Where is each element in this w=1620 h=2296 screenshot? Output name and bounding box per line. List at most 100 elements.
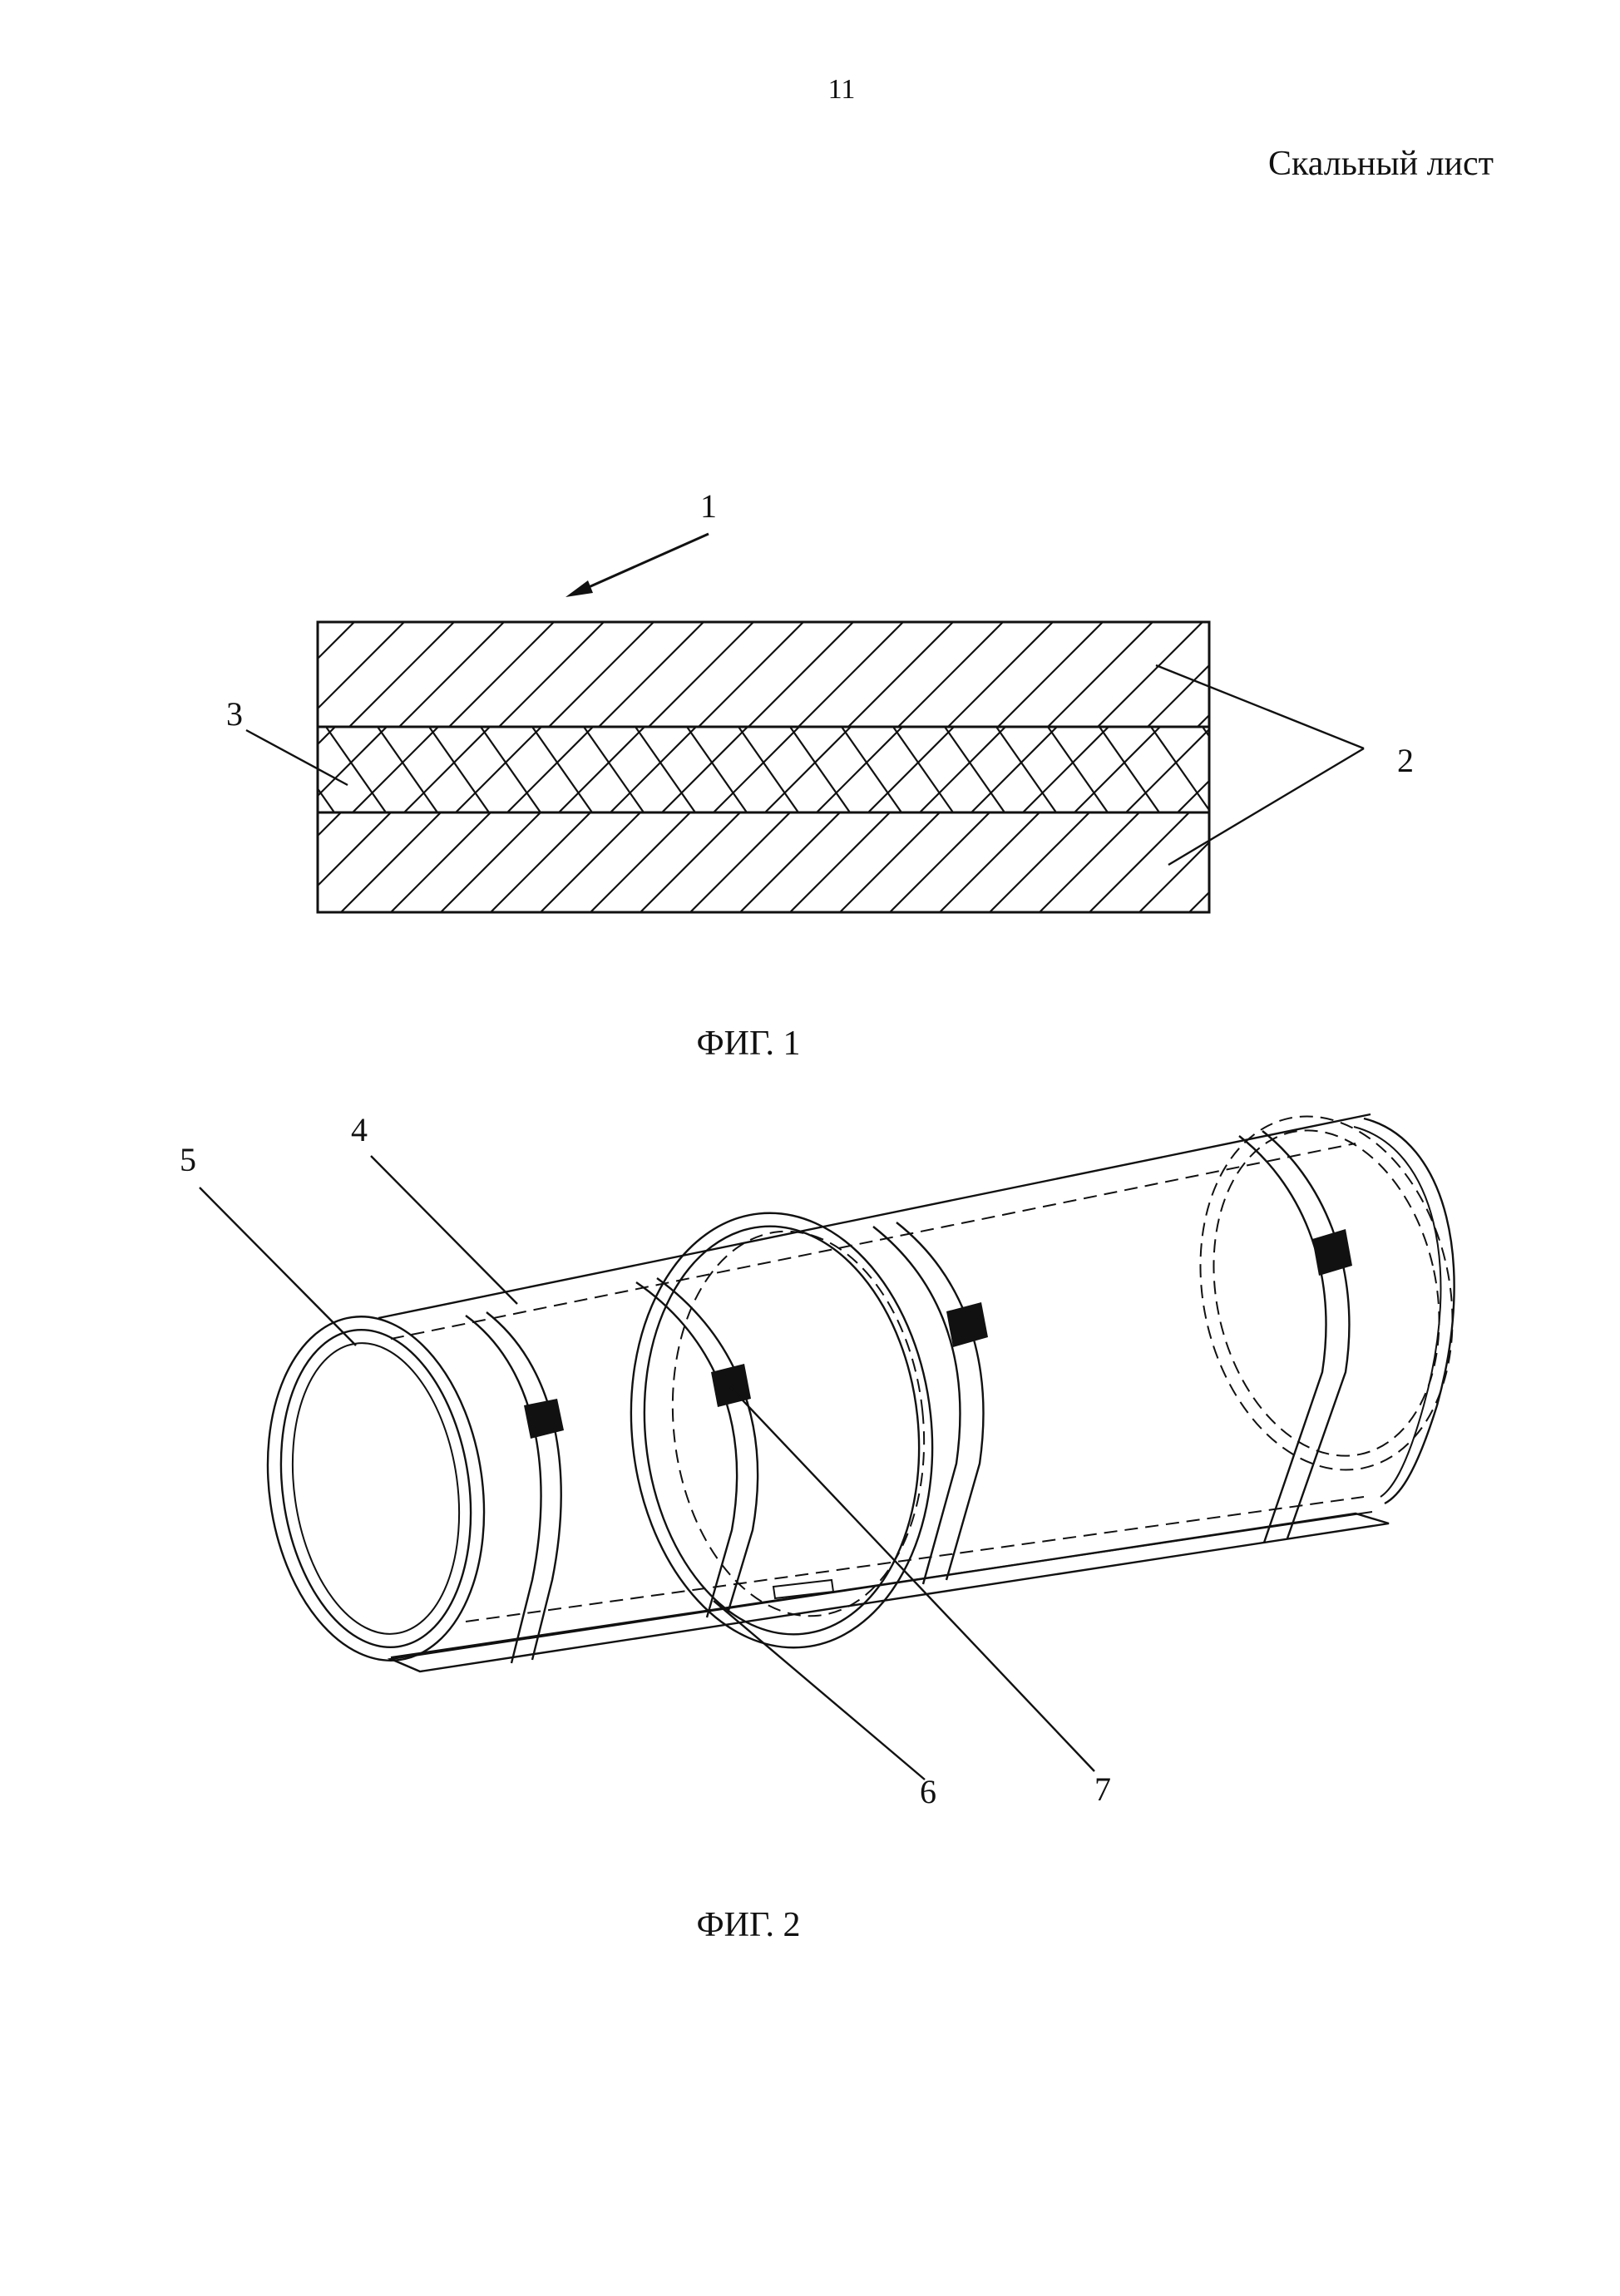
hatch-line xyxy=(842,727,901,812)
hatch-line xyxy=(610,727,696,812)
hatch-line xyxy=(301,727,387,812)
band-4-inner xyxy=(1262,1131,1349,1538)
hatch-line xyxy=(662,727,748,812)
band-lock-2[interactable] xyxy=(711,1364,751,1407)
ref-label-4: 4 xyxy=(351,1111,368,1148)
page-number: 11 xyxy=(828,74,856,105)
leader-line-2b xyxy=(1168,748,1364,865)
hatch-line xyxy=(790,812,890,912)
hatch-line xyxy=(441,812,541,912)
hatch-line xyxy=(1040,812,1139,912)
hatch-line xyxy=(326,727,386,812)
hatch-line xyxy=(687,727,747,812)
hatch-line xyxy=(798,622,903,727)
hatch-line xyxy=(690,812,790,912)
hatch-line xyxy=(1099,727,1159,812)
hatch-line xyxy=(1297,622,1402,727)
band-lock-1[interactable] xyxy=(524,1399,564,1439)
band-4 xyxy=(1239,1136,1326,1543)
sheet-header: Скальный лист xyxy=(1268,145,1494,183)
hatch-line xyxy=(714,727,799,812)
ref-label-1: 1 xyxy=(700,487,717,525)
hatch-line xyxy=(599,622,704,727)
hidden-line-upper xyxy=(391,1143,1356,1339)
hatch-line xyxy=(748,622,853,727)
hatch-line xyxy=(1151,727,1211,812)
hatch-line xyxy=(1126,727,1212,812)
hatch-line xyxy=(1281,727,1366,812)
pipe-top-edge xyxy=(378,1114,1371,1318)
hatch-line xyxy=(998,622,1103,727)
leader-line-3 xyxy=(246,730,348,785)
hatch-line xyxy=(1289,812,1389,912)
middle-clamp-ring-hidden xyxy=(654,1219,943,1629)
hatch-line xyxy=(765,727,851,812)
hatch-line xyxy=(353,727,438,812)
band-lock-4[interactable] xyxy=(1312,1229,1352,1276)
leader-line-1 xyxy=(574,534,709,594)
hatch-line xyxy=(341,812,441,912)
leader-line-6 xyxy=(714,1601,925,1780)
band-lock-3[interactable] xyxy=(946,1302,988,1347)
hatch-line xyxy=(945,727,1005,812)
hatch-line xyxy=(1198,622,1302,727)
band-2-inner xyxy=(657,1278,758,1613)
figure-2-caption: ФИГ. 2 xyxy=(696,1906,800,1944)
hatch-line xyxy=(559,727,645,812)
hatch-line xyxy=(893,727,953,812)
band-2 xyxy=(636,1282,737,1617)
hatch-line xyxy=(349,622,454,727)
leader-line-5 xyxy=(200,1188,356,1346)
hatch-line xyxy=(491,812,590,912)
hatch-line xyxy=(274,727,334,812)
figure-1-caption: ФИГ. 1 xyxy=(696,1025,800,1063)
hatch-line xyxy=(1247,622,1352,727)
hatch-line xyxy=(840,812,940,912)
hatch-line xyxy=(584,727,644,812)
hatch-line xyxy=(532,727,592,812)
hatch-line xyxy=(1098,622,1203,727)
pipe-bore xyxy=(274,1332,477,1645)
hatch-line xyxy=(481,727,541,812)
hatch-line xyxy=(241,812,341,912)
hidden-line-lower xyxy=(466,1497,1364,1622)
band-1 xyxy=(466,1316,541,1663)
hatch-line xyxy=(848,622,953,727)
hatch-line xyxy=(996,727,1056,812)
hatch-line xyxy=(640,812,740,912)
hatch-line xyxy=(817,727,902,812)
hatch-line xyxy=(1048,727,1108,812)
far-end-rim-inner xyxy=(1354,1127,1440,1497)
hatch-line xyxy=(378,727,437,812)
hatch-line xyxy=(449,622,554,727)
hatch-line xyxy=(990,812,1089,912)
ref-label-2: 2 xyxy=(1397,742,1414,779)
hatch-line xyxy=(541,812,640,912)
hatch-line xyxy=(249,622,354,727)
hatch-line xyxy=(549,622,654,727)
leader-line-4 xyxy=(371,1156,517,1304)
hatch-line xyxy=(971,727,1057,812)
hatch-line xyxy=(291,812,391,912)
hatch-line xyxy=(699,622,803,727)
hatch-line xyxy=(790,727,850,812)
figure-1: 1 3 2 ФИГ. 1 xyxy=(226,487,1414,1063)
hatch-line xyxy=(590,812,690,912)
hatch-line xyxy=(1239,812,1339,912)
hatch-line xyxy=(429,727,489,812)
hatch-line xyxy=(1148,622,1252,727)
hatch-line xyxy=(1074,727,1160,812)
hatch-line xyxy=(948,622,1053,727)
hatch-line xyxy=(1203,727,1262,812)
hatch-line xyxy=(740,812,840,912)
hatch-line xyxy=(1023,727,1109,812)
hatch-line xyxy=(1139,812,1239,912)
hatch-line xyxy=(649,622,753,727)
band-1-inner xyxy=(486,1312,561,1660)
hatch-line xyxy=(635,727,695,812)
hatch-line xyxy=(299,622,404,727)
leader-line-2a xyxy=(1156,665,1364,748)
hatch-line xyxy=(404,727,490,812)
ref-label-3: 3 xyxy=(226,695,243,733)
